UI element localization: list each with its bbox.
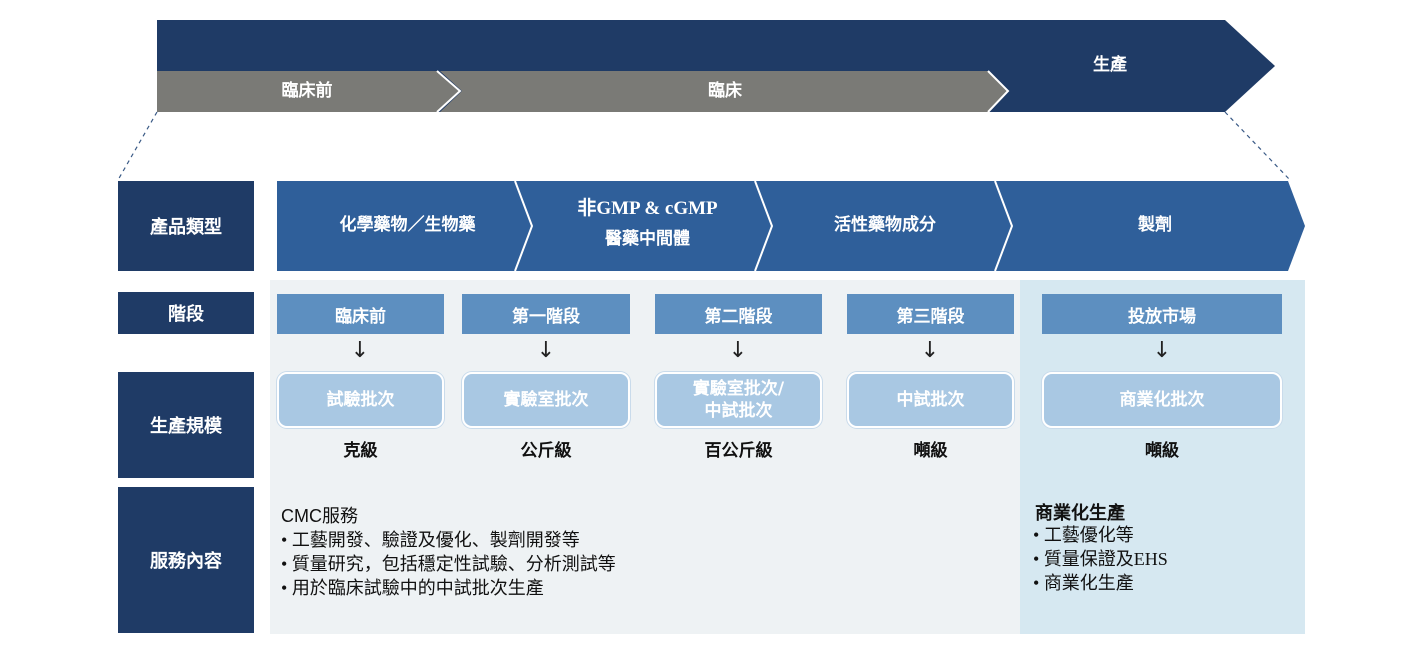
product-type-intermediate: 醫藥中間體 bbox=[605, 229, 690, 250]
cmc-title: CMC服務 bbox=[281, 506, 358, 526]
product-type-bar bbox=[277, 181, 1305, 271]
cmc-list: 工藝開發、驗證及優化、製劑開發等 質量研究，包括穩定性試驗、分析測試等 用於臨床… bbox=[281, 528, 616, 600]
product-type-gmp: 非GMP & cGMP bbox=[577, 198, 718, 220]
batch-lab-pilot: 實驗室批次/ 中試批次 bbox=[655, 372, 822, 428]
scale-ton-commercial: 噸級 bbox=[1145, 441, 1179, 461]
scale-hundred-kilogram: 百公斤級 bbox=[704, 441, 773, 461]
top-label-production: 生產 bbox=[1093, 55, 1127, 76]
down-arrow-icon: ↓ bbox=[920, 338, 940, 363]
phase-market: 投放市場 bbox=[1042, 294, 1282, 334]
batch-commercial: 商業化批次 bbox=[1042, 372, 1282, 428]
phase-three: 第三階段 bbox=[847, 294, 1014, 334]
cmc-item: 質量研究，包括穩定性試驗、分析測試等 bbox=[281, 552, 616, 576]
top-label-clinical: 臨床 bbox=[708, 80, 742, 101]
cmc-item: 用於臨床試驗中的中試批次生產 bbox=[281, 576, 616, 600]
commercial-item: 商業化生產 bbox=[1033, 571, 1168, 595]
down-arrow-icon: ↓ bbox=[536, 338, 556, 363]
cmc-item: 工藝開發、驗證及優化、製劑開發等 bbox=[281, 528, 616, 552]
phase-two: 第二階段 bbox=[655, 294, 822, 334]
down-arrow-icon: ↓ bbox=[1152, 338, 1172, 363]
row-label-scale: 生產規模 bbox=[118, 372, 254, 478]
scale-gram: 克級 bbox=[343, 441, 378, 461]
product-type-api: 活性藥物成分 bbox=[834, 215, 936, 236]
clinical-arrow bbox=[440, 71, 1008, 112]
zoom-line-right bbox=[1224, 111, 1291, 181]
preclinical-arrow bbox=[157, 71, 460, 112]
commercial-item: 工藝優化等 bbox=[1033, 523, 1168, 547]
commercial-list: 工藝優化等 質量保證及EHS 商業化生產 bbox=[1033, 523, 1168, 595]
product-type-chemical-bio: 化學藥物／生物藥 bbox=[339, 215, 476, 236]
batch-trial: 試驗批次 bbox=[277, 372, 444, 428]
row-label-service: 服務內容 bbox=[118, 487, 254, 633]
commercial-item: 質量保證及EHS bbox=[1033, 547, 1168, 571]
zoom-line-left bbox=[117, 111, 158, 181]
phase-one: 第一階段 bbox=[462, 294, 630, 334]
batch-lab-pilot-line2: 中試批次 bbox=[704, 401, 773, 421]
down-arrow-icon: ↓ bbox=[350, 338, 370, 363]
product-type-formulation: 製劑 bbox=[1138, 215, 1172, 236]
down-arrow-icon: ↓ bbox=[728, 338, 748, 363]
scale-kilogram: 公斤級 bbox=[520, 441, 572, 461]
row-label-product-type: 產品類型 bbox=[118, 181, 254, 271]
row-label-phase: 階段 bbox=[118, 292, 254, 334]
top-label-preclinical: 臨床前 bbox=[281, 80, 333, 101]
commercial-title: 商業化生產 bbox=[1035, 503, 1125, 524]
scale-ton: 噸級 bbox=[913, 441, 948, 461]
batch-lab: 實驗室批次 bbox=[462, 372, 630, 428]
batch-pilot: 中試批次 bbox=[847, 372, 1014, 428]
phase-preclinical: 臨床前 bbox=[277, 294, 444, 334]
batch-lab-pilot-line1: 實驗室批次/ bbox=[692, 378, 785, 399]
